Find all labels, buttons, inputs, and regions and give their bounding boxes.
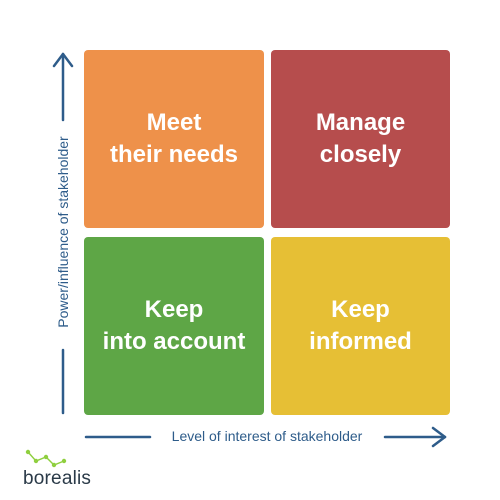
x-axis-label: Level of interest of stakeholder [171,428,363,444]
quadrant-label: Keep into account [102,296,246,355]
quadrant-label: Manage closely [315,109,406,168]
quadrant-label: Keep informed [309,296,412,355]
y-axis-arrowhead [52,52,74,68]
brand-name: borealis [23,468,92,489]
quadrant-keep-into-account: Keep into account [84,237,264,415]
x-axis-arrowhead [431,426,447,448]
quadrant-label: Meet their needs [109,109,239,168]
borealis-logo-icon [25,449,67,468]
quadrant-manage-closely: Manage closely [271,50,450,228]
y-axis-label: Power/influence of stakeholder [55,136,71,328]
quadrant-keep-informed: Keep informed [271,237,450,415]
quadrant-meet-their-needs: Meet their needs [84,50,264,228]
